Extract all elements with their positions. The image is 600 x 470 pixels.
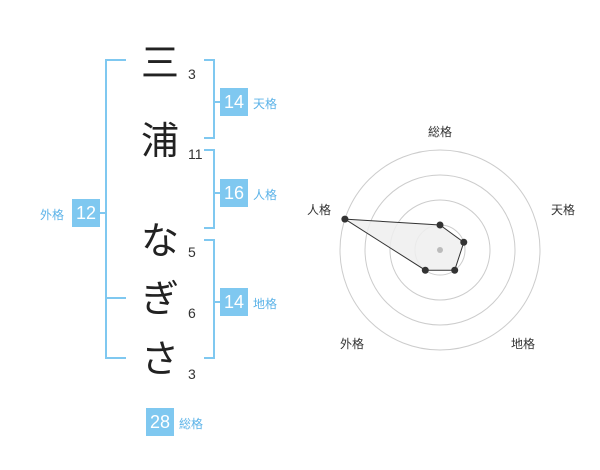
name-char-2: 浦 xyxy=(140,119,179,163)
radar-point-soukaku xyxy=(436,221,444,229)
gaikaku-bracket xyxy=(105,59,126,359)
radar-label-gaikaku: 外格 xyxy=(340,337,365,351)
stroke-count-4: 6 xyxy=(188,305,196,321)
jinkaku-bracket xyxy=(204,149,215,229)
radar-label-tenkaku: 天格 xyxy=(551,203,576,217)
radar-point-gaikaku xyxy=(421,266,429,274)
gaikaku-value-badge: 12 xyxy=(72,199,100,227)
radar-label-chikaku: 地格 xyxy=(511,337,536,351)
chikaku-label: 地格 xyxy=(253,297,278,311)
stroke-count-3: 5 xyxy=(188,244,196,260)
radar-center-dot xyxy=(437,247,443,253)
radar-points xyxy=(341,215,468,274)
tenkaku-value-badge: 14 xyxy=(220,88,248,116)
jinkaku-value-badge: 16 xyxy=(220,179,248,207)
radar-point-chikaku xyxy=(451,266,459,274)
name-char-4: ぎ xyxy=(140,277,179,321)
name-char-3: な xyxy=(140,219,179,263)
radar-ring xyxy=(389,199,491,301)
name-char-5: さ xyxy=(140,337,179,381)
radar-ring xyxy=(339,149,541,351)
tenkaku-bracket xyxy=(204,59,215,139)
soukaku-value-badge: 28 xyxy=(146,408,174,436)
stroke-count-1: 3 xyxy=(188,66,196,82)
radar-point-jinkaku xyxy=(341,215,349,223)
radar-point-tenkaku xyxy=(460,238,468,246)
jinkaku-label: 人格 xyxy=(253,188,278,202)
stroke-count-5: 3 xyxy=(188,366,196,382)
name-char-1: 三 xyxy=(140,41,179,85)
tenkaku-label: 天格 xyxy=(253,97,278,111)
stroke-count-2: 11 xyxy=(188,146,203,162)
radar-polygon xyxy=(344,218,465,271)
chikaku-value-badge: 14 xyxy=(220,288,248,316)
radar-label-soukaku: 総格 xyxy=(428,125,453,139)
radar-label-jinkaku: 人格 xyxy=(307,203,332,217)
chikaku-bracket xyxy=(204,239,215,359)
soukaku-label: 総格 xyxy=(179,417,204,431)
radar-ring xyxy=(364,174,516,326)
gaikaku-label: 外格 xyxy=(40,208,65,222)
